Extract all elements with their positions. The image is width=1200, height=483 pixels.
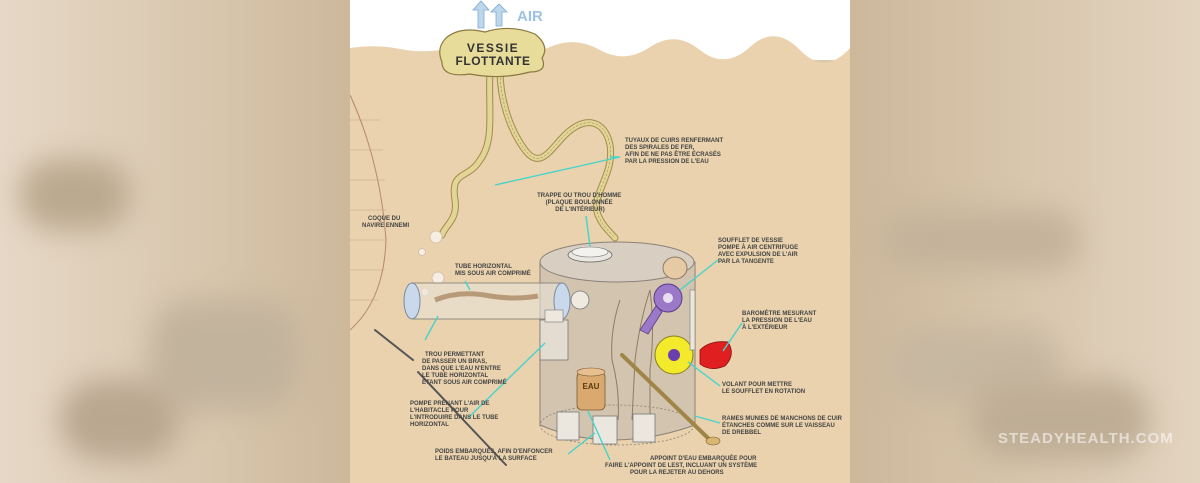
callout-rames: RAMES MUNIES DE MANCHONS DE CUIR ÉTANCHE… bbox=[722, 416, 844, 436]
float-label-line1: VESSIE bbox=[467, 41, 519, 55]
leather-pipes bbox=[438, 66, 619, 242]
callout-coque: COQUE DU NAVIRE ENNEMI bbox=[362, 216, 410, 229]
internal-pump bbox=[539, 309, 569, 361]
watermark: STEADYHEALTH.COM bbox=[998, 430, 1174, 447]
callout-appoint: APPOINT D'EAU EMBARQUÉE POUR FAIRE L'APP… bbox=[605, 454, 759, 476]
weights bbox=[556, 411, 656, 445]
blur-shape bbox=[60, 380, 180, 460]
callout-poids: POIDS EMBARQUÉS, AFIN D'ENFONCER LE BATE… bbox=[435, 447, 554, 462]
blur-shape bbox=[880, 210, 1080, 270]
callout-tube: TUBE HORIZONTAL MIS SOUS AIR COMPRIMÉ bbox=[455, 264, 531, 277]
blurred-left-background bbox=[0, 0, 350, 483]
barometer bbox=[689, 289, 732, 369]
bellows-pump bbox=[639, 283, 683, 335]
submarine-diagram: AIR VESSIE FLOTTANTE bbox=[350, 0, 850, 483]
callout-soufflet: SOUFFLET DE VESSIE POMPE À AIR CENTRIFUG… bbox=[718, 238, 800, 265]
hatch bbox=[567, 246, 613, 263]
callout-trou: TROU PERMETTANT DE PASSER UN BRAS, DANS … bbox=[422, 352, 507, 386]
enemy-hull bbox=[350, 94, 387, 331]
callout-pompe: POMPE PRENANT L'AIR DE L'HABITACLE POUR … bbox=[410, 401, 500, 428]
air-label: AIR bbox=[517, 8, 543, 25]
eau-label: EAU bbox=[583, 382, 600, 391]
leader-lines bbox=[424, 156, 743, 461]
oars bbox=[374, 329, 721, 466]
blur-shape bbox=[970, 380, 1150, 460]
blur-shape bbox=[20, 160, 130, 230]
blurred-right-background bbox=[850, 0, 1200, 483]
operator-figure bbox=[611, 256, 688, 421]
horizontal-tube bbox=[403, 282, 590, 320]
callout-trappe: TRAPPE OU TROU D'HOMME (PLAQUE BOULONNÉE… bbox=[537, 193, 623, 213]
callout-tuyaux: TUYAUX DE CUIRS RENFERMANT DES SPIRALES … bbox=[625, 138, 725, 165]
bubble-icon bbox=[418, 230, 445, 297]
blur-shape bbox=[150, 300, 300, 410]
flywheel bbox=[654, 335, 694, 375]
float-label-line2: FLOTTANTE bbox=[456, 54, 531, 68]
water-tank bbox=[576, 367, 606, 411]
callout-barometre: BAROMÈTRE MESURANT LA PRESSION DE L'EAU … bbox=[742, 309, 818, 331]
callouts: TUYAUX DE CUIRS RENFERMANT DES SPIRALES … bbox=[362, 138, 844, 476]
float-bladder bbox=[439, 27, 546, 78]
air-arrow-icon bbox=[472, 0, 508, 29]
callout-volant: VOLANT POUR METTRE LE SOUFFLET EN ROTATI… bbox=[722, 382, 805, 395]
